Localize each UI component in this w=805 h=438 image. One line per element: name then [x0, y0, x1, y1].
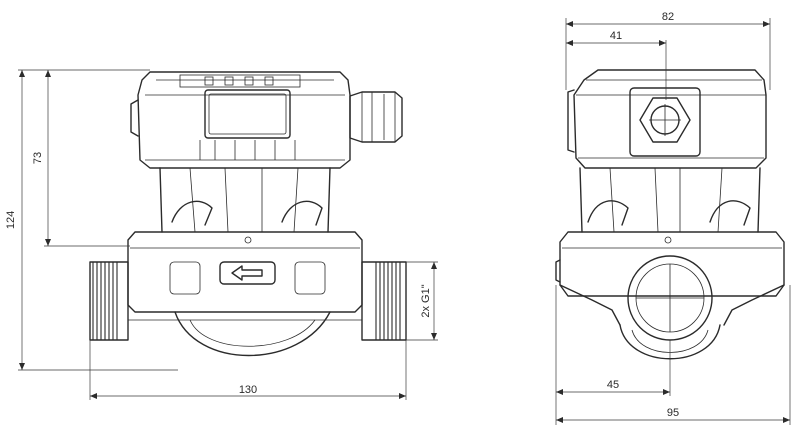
dim-label-82: 82: [662, 11, 674, 23]
flow-direction-arrow-icon: [219, 261, 276, 285]
dim-label-73: 73: [32, 152, 44, 164]
dim-label-45: 45: [607, 379, 619, 391]
front-view: [555, 69, 785, 360]
side-view: [89, 71, 407, 357]
dim-label-41: 41: [610, 30, 622, 42]
side-view-dimensions: 124 73 130 2x G1": [5, 69, 438, 400]
front-view-dimensions: 82 41 45 95: [555, 11, 791, 425]
dim-label-130: 130: [239, 384, 257, 396]
dim-label-connection: 2x G1": [420, 284, 432, 317]
hex-plug-icon: [629, 87, 701, 157]
dim-label-124: 124: [5, 211, 17, 229]
dim-label-95: 95: [667, 407, 679, 419]
